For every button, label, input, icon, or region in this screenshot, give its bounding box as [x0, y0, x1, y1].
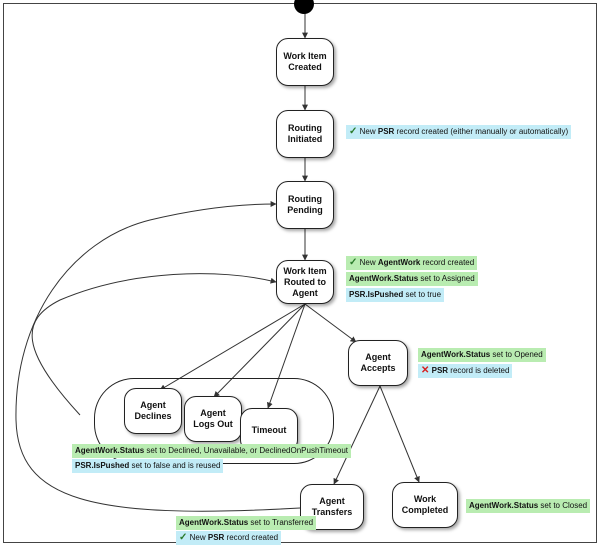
edge-accepts-transfers [333, 385, 381, 485]
note-initiated: ✓ New PSR record created (either manuall… [346, 125, 572, 139]
edge-routed-timeout [266, 303, 306, 409]
note-completed-1: AgentWork.Status set to Closed [466, 499, 591, 513]
check-icon: ✓ [349, 126, 358, 137]
edge-routed-declines [159, 303, 306, 391]
note-accepts-2: ✕ PSR record is deleted [418, 364, 513, 378]
node-routing-pending[interactable]: Routing Pending [276, 181, 334, 229]
note-accepts-1: AgentWork.Status set to Opened [418, 348, 546, 362]
cross-icon: ✕ [421, 365, 430, 376]
note-transfers-2: ✓ New PSR record created [176, 531, 282, 545]
note-declined-1: AgentWork.Status set to Declined, Unavai… [72, 444, 352, 458]
node-routing-initiated[interactable]: Routing Initiated [276, 110, 334, 158]
note-declined-2: PSR.IsPushed set to false and is reused [72, 459, 224, 473]
note-transfers-1: AgentWork.Status set to Transferred [176, 516, 317, 530]
node-agent-logs-out[interactable]: Agent Logs Out [184, 396, 242, 442]
node-work-item-created[interactable]: Work Item Created [276, 38, 334, 86]
start-node [294, 0, 314, 14]
edge-accepts-completed [379, 385, 420, 483]
node-work-item-routed[interactable]: Work Item Routed to Agent [276, 260, 334, 304]
node-work-completed[interactable]: Work Completed [392, 482, 458, 528]
edge-group-to-routed [31, 273, 277, 416]
node-agent-declines[interactable]: Agent Declines [124, 388, 182, 434]
node-agent-accepts[interactable]: Agent Accepts [348, 340, 408, 386]
edge-routed-accepts [304, 303, 357, 343]
edge-transfers-to-pending [15, 201, 301, 512]
check-icon: ✓ [179, 532, 188, 543]
edge-routed-logsout [213, 303, 306, 398]
check-icon: ✓ [349, 257, 358, 268]
note-routed-1: ✓ New AgentWork record created [346, 256, 478, 270]
note-routed-2: AgentWork.Status set to Assigned [346, 272, 478, 286]
note-routed-3: PSR.IsPushed set to true [346, 288, 445, 302]
